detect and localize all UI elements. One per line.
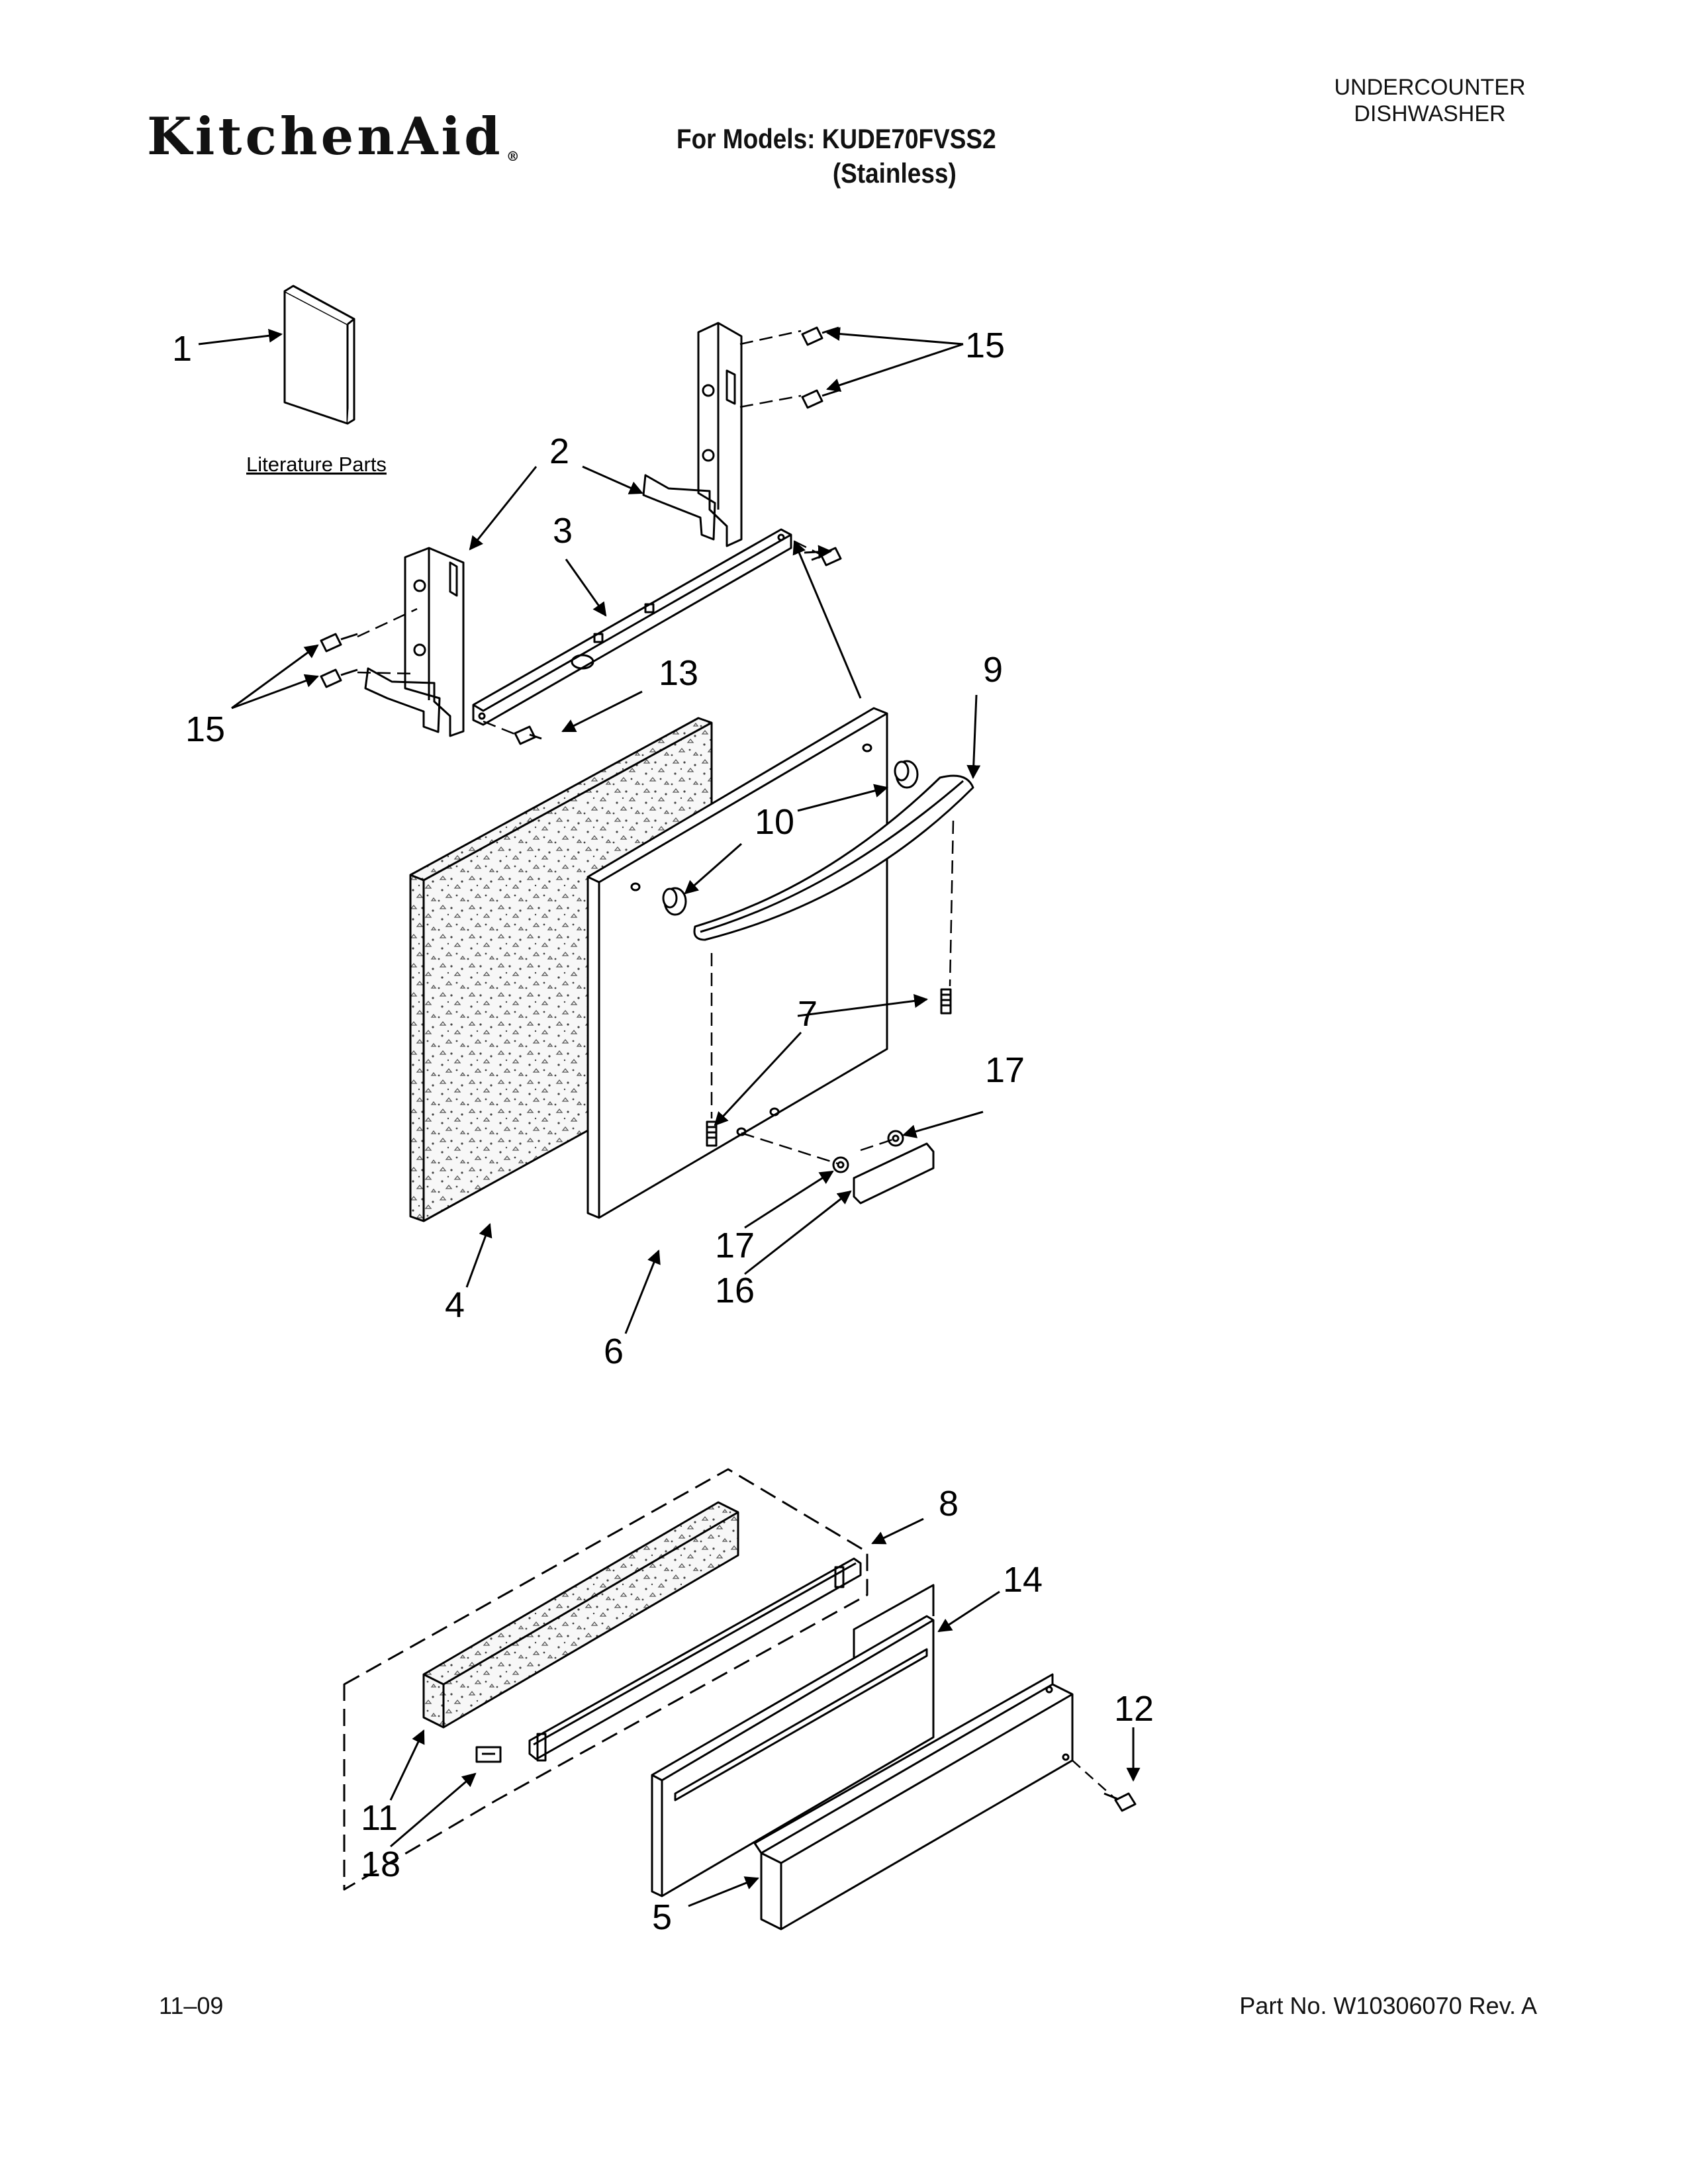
callout-2: 2 (549, 432, 569, 471)
model-info: For Models: KUDE70FVSS2 (Stainless) (677, 122, 996, 191)
door-handle (693, 774, 974, 941)
registered-mark: ® (506, 148, 523, 164)
trim-nut-left (832, 1156, 849, 1173)
callout-8: 8 (939, 1484, 959, 1524)
callout-3: 3 (553, 511, 573, 551)
callout-7: 7 (798, 994, 818, 1034)
literature-parts-booklet (283, 285, 355, 425)
handle-stud-right (940, 988, 952, 1015)
door-bracket-left (364, 547, 465, 737)
callout-14: 14 (1003, 1560, 1043, 1600)
kick-plate-clip (475, 1746, 502, 1763)
leader-lines (198, 327, 1141, 1907)
callout-10: 10 (755, 802, 794, 842)
model-number: For Models: KUDE70FVSS2 (677, 123, 996, 154)
callout-17-lower: 17 (715, 1226, 755, 1265)
brand-logo: KitchenAid® (147, 111, 523, 163)
appliance-type-line1: UNDERCOUNTER (1334, 75, 1526, 100)
toe-panel-assembly-outline (343, 1468, 868, 1891)
appliance-type-line2: DISHWASHER (1354, 101, 1506, 126)
callout-18: 18 (361, 1844, 400, 1884)
part-number: Part No. W10306070 Rev. A (1239, 1992, 1537, 2019)
callout-11: 11 (361, 1798, 398, 1838)
handle-stud-left (706, 1120, 718, 1147)
callout-16: 16 (715, 1271, 755, 1310)
callout-15-upper: 15 (965, 326, 1005, 365)
handle-spacer-upper (894, 760, 919, 789)
trim-nut-right (887, 1130, 904, 1147)
callout-15-lower: 15 (185, 709, 225, 749)
door-bracket-right (642, 322, 743, 547)
channel-screw (514, 725, 542, 745)
kick-plate-insulation (422, 1501, 739, 1729)
callout-6: 6 (604, 1332, 624, 1371)
model-finish: (Stainless) (832, 158, 957, 189)
bracket-screw (320, 668, 358, 688)
handle-spacer-lower (662, 887, 687, 916)
door-cross-channel (472, 528, 792, 726)
brand-name: KitchenAid (147, 107, 504, 167)
revision-date: 11–09 (159, 1992, 224, 2019)
callout-1: 1 (172, 329, 192, 369)
callout-9: 9 (983, 650, 1003, 690)
door-trim-cap (853, 1142, 935, 1205)
callout-12: 12 (1114, 1689, 1154, 1729)
door-panel (586, 707, 888, 1219)
access-panel (651, 1584, 935, 1897)
kick-plate-channel (528, 1557, 862, 1762)
callout-13: 13 (659, 653, 698, 693)
callout-17-upper: 17 (985, 1050, 1025, 1090)
callout-5: 5 (652, 1897, 672, 1937)
bracket-screw (801, 389, 839, 409)
literature-parts-label: Literature Parts (246, 453, 387, 476)
bracket-screw (320, 633, 358, 653)
callout-4: 4 (445, 1285, 465, 1325)
bracket-screw (801, 326, 839, 346)
kick-plate-screw (1103, 1792, 1137, 1812)
appliance-type: UNDERCOUNTER DISHWASHER (1284, 74, 1575, 127)
